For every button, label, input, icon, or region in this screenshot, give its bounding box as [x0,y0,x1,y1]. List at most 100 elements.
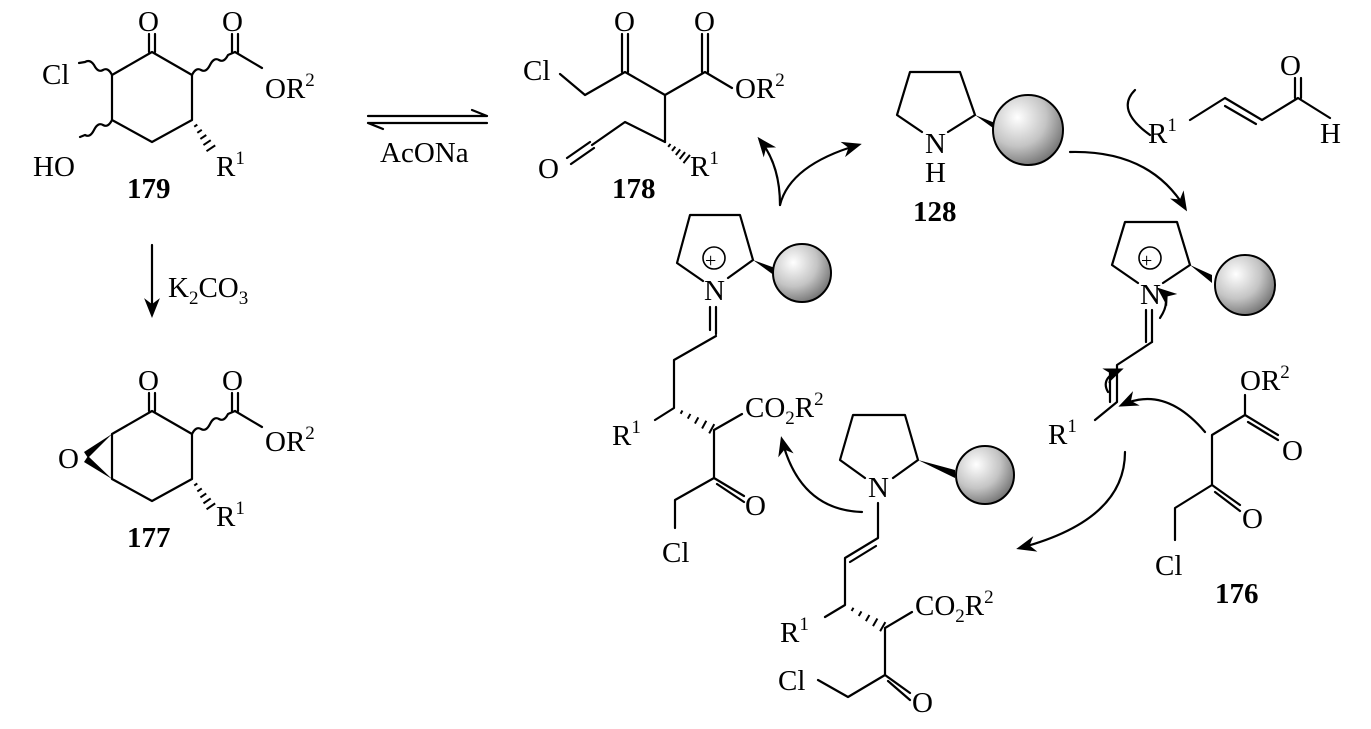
amine-nitrogen: N [925,128,946,160]
ketone-oxygen: O [1242,503,1263,535]
ester-co2r2: CO2R2 [915,587,994,627]
curved-arrow [757,136,782,207]
ester-oxygen: O [694,6,715,38]
hash-mark [196,487,203,493]
hydroxy-substituent: HO [33,151,75,183]
hash-mark [701,420,708,429]
ester-or2: OR2 [265,423,315,458]
epoxide-wedge [84,456,112,479]
ester-oxygen: O [222,6,243,38]
compound-128-catalyst: N H 128 [895,70,1064,228]
epoxide-oxygen: O [58,443,79,475]
wavy-bond [190,50,237,77]
hash-mark [679,410,684,415]
hash-mark [708,423,716,434]
compound-label-128: 128 [913,196,957,228]
chloro-substituent: Cl [778,665,805,697]
hash-mark [205,144,216,153]
ester-oxygen: O [1282,435,1303,467]
aldehyde-oxygen: O [1280,50,1301,82]
compound-label-178: 178 [612,173,656,205]
wedge-bond [918,460,955,478]
curved-arrow [1016,450,1127,552]
curved-arrow [778,141,862,207]
ketone-oxygen: O [745,490,766,522]
hashed-wedge-bond [679,410,716,434]
chloro-substituent: Cl [523,55,550,87]
solid-support-sphere [992,94,1064,166]
hash-mark [202,497,212,505]
iminium-nitrogen: N [1140,279,1161,311]
hash-mark [196,128,203,134]
chloro-substituent: Cl [1155,550,1182,582]
solid-support-sphere [772,243,832,303]
wavy-bond [77,59,114,77]
wedge-bond [753,260,775,276]
ester-or2: OR2 [1240,362,1290,397]
hashed-wedge-bond [193,123,216,153]
compound-177: O O OR2 O R1 177 [58,365,315,554]
wavy-bond [190,409,237,436]
r1-substituent: R1 [780,614,809,649]
hash-mark [678,151,686,160]
wavy-bond [78,118,114,139]
hash-mark [667,143,672,148]
curved-arrow [1068,150,1188,212]
ketone-oxygen: O [138,365,159,397]
amine-hydrogen: H [925,157,946,189]
solid-support-sphere [955,445,1015,505]
ketone-oxygen: O [912,687,933,719]
r1-substituent: R1 [216,498,245,533]
positive-charge-icon [702,246,726,270]
catalytic-cycle-arrows [757,88,1207,552]
hashed-wedge-bond [667,143,691,164]
hash-mark [199,492,207,499]
ester-or2: OR2 [735,70,785,105]
positive-charge-icon [1138,246,1162,270]
svg-text:+: + [705,250,716,272]
hash-mark [671,146,677,152]
compound-label-176: 176 [1215,578,1259,610]
compound-label-179: 179 [127,173,171,205]
svg-text:+: + [1141,250,1152,272]
hash-mark [202,139,212,146]
epoxide-wedge [84,434,112,458]
chloro-substituent: Cl [42,59,69,91]
aldehyde-oxygen: O [538,153,559,185]
enamine-intermediate: N R1 CO2R2 O Cl [778,413,1015,719]
hashed-wedge-bond [193,482,216,511]
r1-substituent: R1 [216,148,245,183]
hash-mark [193,482,198,487]
hash-mark [193,123,198,128]
hash-mark [199,134,207,140]
reagent-k2co3: K2CO3 [168,272,248,309]
iminium-ion-right: + N R1 [1048,220,1276,451]
hash-mark [865,614,871,622]
reagent-acona: AcONa [380,137,469,169]
compound-176: OR2 O O Cl 176 [1155,362,1303,610]
iminium-ion-left: + N R1 CO2R2 O Cl [612,213,832,569]
r1-substituent: R1 [1148,115,1177,150]
compound-label-177: 177 [127,522,171,554]
hash-mark [857,610,863,617]
curved-arrow [778,436,864,514]
chloro-substituent: Cl [662,537,689,569]
iminium-nitrogen: N [704,275,725,307]
hash-mark [694,416,700,425]
hash-mark [872,618,879,627]
hash-mark [686,413,692,420]
hash-mark [850,607,855,612]
hash-mark [675,148,681,156]
hash-mark [682,154,691,164]
ester-co2r2: CO2R2 [745,389,824,429]
compound-178: Cl O O OR2 O R1 178 [523,6,785,205]
hash-mark [879,621,887,632]
r1-substituent: R1 [1048,416,1077,451]
ketone-oxygen: O [614,6,635,38]
compound-179: O O OR2 Cl HO R1 179 [33,6,315,205]
aldehyde-hydrogen: H [1320,118,1341,150]
r1-substituent: R1 [690,148,719,183]
base-arrow: K2CO3 [144,243,248,318]
